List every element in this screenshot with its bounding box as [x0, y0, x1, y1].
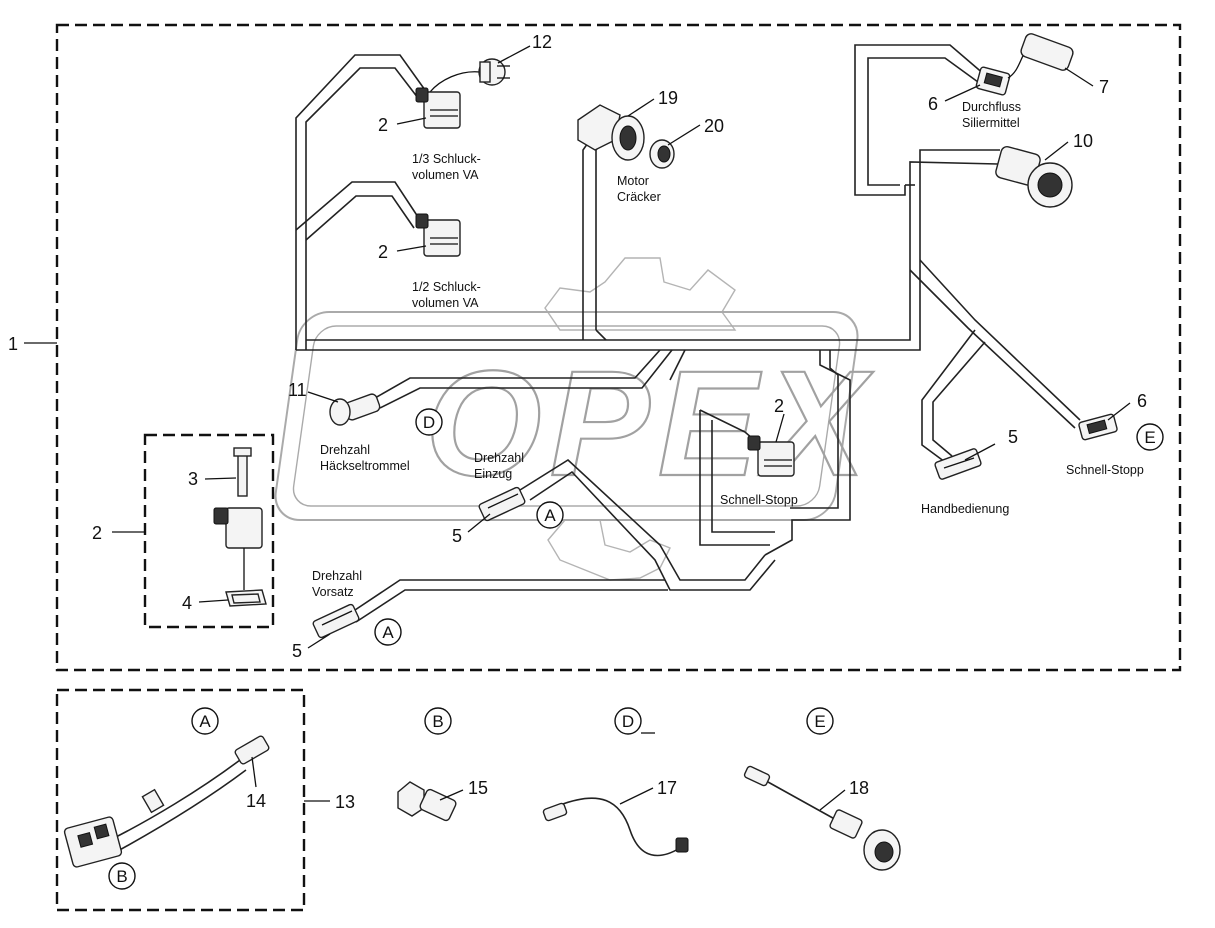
svg-text:B: B [432, 712, 443, 731]
svg-text:A: A [544, 506, 556, 525]
main-harness-group-border [55, 23, 1182, 672]
label-schluck13-line2: volumen VA [412, 168, 479, 182]
callout-11: 11 [288, 380, 307, 400]
valve-coil-2-mid-icon [747, 435, 795, 477]
label-drehzahl-e-line2: Einzug [474, 467, 512, 481]
bolt-15-icon [397, 781, 457, 822]
cap-20-icon [649, 139, 675, 169]
connector-6-top-icon [975, 66, 1011, 96]
valve-kit-group-border [143, 433, 275, 629]
label-drehzahl-v-line2: Vorsatz [312, 585, 354, 599]
connector-5-hand-icon [934, 448, 982, 480]
callout-numbers: 1 2 2 2 2 3 4 5 5 5 6 6 7 10 11 12 13 14… [8, 32, 1147, 812]
ref-circle-e-right: E [1136, 423, 1164, 451]
label-durchfluss-line1: Durchfluss [962, 100, 1021, 114]
leader-lines [24, 45, 1131, 811]
ref-circle-a-mid: A [536, 501, 564, 529]
callout-12: 12 [532, 32, 552, 52]
ref-circle-d-mid: D [415, 408, 443, 436]
ref-circle-e-kit: E [806, 707, 834, 735]
connector-6-right-icon [1078, 413, 1118, 441]
connector-19-icon [577, 104, 645, 161]
svg-text:B: B [116, 867, 127, 886]
ref-circle-b-box: B [108, 862, 136, 890]
ref-circle-b-kit: B [424, 707, 452, 735]
harness-cables [295, 44, 1081, 623]
valve-kit-icon [213, 447, 267, 607]
svg-text:A: A [382, 623, 394, 642]
label-schnellstopp-mid: Schnell-Stopp [720, 493, 798, 507]
watermark-gear-icon [544, 257, 737, 331]
callout-17: 17 [657, 778, 677, 798]
callout-19: 19 [658, 88, 678, 108]
callout-7: 7 [1099, 77, 1109, 97]
callout-15: 15 [468, 778, 488, 798]
svg-text:D: D [423, 413, 435, 432]
callout-2-mid: 2 [774, 396, 784, 416]
callout-2-second: 2 [378, 242, 388, 262]
callout-13: 13 [335, 792, 355, 812]
ref-circle-a-box: A [191, 707, 219, 735]
svg-text:A: A [199, 712, 211, 731]
switch-cable-18-icon [743, 765, 901, 871]
watermark: OPEX [274, 257, 874, 581]
callout-6-right: 6 [1137, 391, 1147, 411]
callout-5-einzug: 5 [452, 526, 462, 546]
callout-1: 1 [8, 334, 18, 354]
svg-text:E: E [814, 712, 825, 731]
adapter-cable-14-icon [63, 735, 270, 868]
label-schluck13-line1: 1/3 Schluck- [412, 152, 481, 166]
callout-6-top: 6 [928, 94, 938, 114]
label-motor-line2: Cräcker [617, 190, 661, 204]
callout-18: 18 [849, 778, 869, 798]
connector-5-vorsatz-icon [312, 603, 360, 639]
callout-4: 4 [182, 593, 192, 613]
callout-2-kit: 2 [92, 523, 102, 543]
callout-5-vorsatz: 5 [292, 641, 302, 661]
valve-coil-2-second-icon [415, 213, 461, 257]
ref-circle-a-low: A [374, 618, 402, 646]
callout-2-top: 2 [378, 115, 388, 135]
label-drehzahl-v-line1: Drehzahl [312, 569, 362, 583]
round-connector-10-icon [995, 146, 1073, 208]
label-motor-line1: Motor [617, 174, 649, 188]
connector-5-einzug-icon [478, 486, 526, 522]
callout-3: 3 [188, 469, 198, 489]
label-drehzahl-h-line2: Häckseltrommel [320, 459, 410, 473]
callout-5-hand: 5 [1008, 427, 1018, 447]
ref-circle-d-kit: D [614, 707, 655, 735]
label-durchfluss-line2: Siliermittel [962, 116, 1020, 130]
label-schluck12-line2: volumen VA [412, 296, 479, 310]
callout-10: 10 [1073, 131, 1093, 151]
label-drehzahl-h-line1: Drehzahl [320, 443, 370, 457]
watermark-text: OPEX [425, 339, 874, 507]
label-schluck12-line1: 1/2 Schluck- [412, 280, 481, 294]
component-labels: 1/3 Schluck- volumen VA 1/2 Schluck- vol… [312, 100, 1144, 599]
label-drehzahl-e-line1: Drehzahl [474, 451, 524, 465]
valve-coil-2-top-icon [415, 87, 461, 129]
svg-text:D: D [622, 712, 634, 731]
sensor-cable-17-icon [542, 797, 689, 857]
callout-20: 20 [704, 116, 724, 136]
plug-12-icon [429, 58, 510, 93]
connector-11-icon [329, 393, 381, 426]
reference-letters: D A A E A B B D [108, 408, 1164, 890]
callout-14: 14 [246, 791, 266, 811]
label-schnellstopp-right: Schnell-Stopp [1066, 463, 1144, 477]
label-handbedienung: Handbedienung [921, 502, 1009, 516]
connector-7-icon [1007, 33, 1074, 79]
svg-text:E: E [1144, 428, 1155, 447]
